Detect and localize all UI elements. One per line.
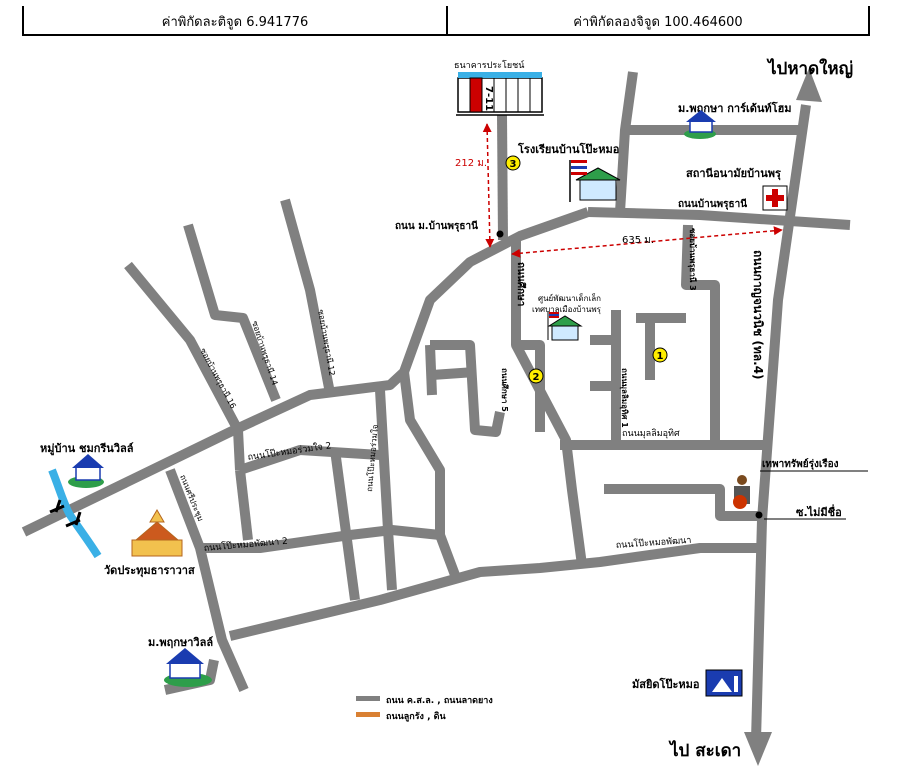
road-inner-block4 (391, 371, 445, 540)
store-name-label: 7-11 (483, 86, 494, 111)
road-soi-14 (183, 223, 281, 402)
distance-lines (482, 123, 783, 258)
bridge-icon (49, 499, 82, 528)
store-building-icon (456, 72, 544, 116)
road-inner-v1 (235, 469, 253, 541)
sueksa-5-label: ถนนศึกษา 5 (500, 368, 509, 412)
house-icon-village (68, 454, 104, 488)
north-direction-label: ไปหาดใหญ่ (766, 58, 853, 79)
river (48, 468, 102, 559)
legend-paved-swatch (356, 696, 380, 701)
road-banpru (587, 207, 851, 230)
road-soi-16 (124, 261, 245, 471)
school-icon (569, 160, 621, 202)
merchant-icon (733, 475, 750, 509)
junction-dot (496, 230, 504, 238)
health-station-label: สถานีอนามัยบ้านพรุ (686, 167, 781, 181)
latitude-box: ค่าพิกัดละติจูด 6.941776 (22, 6, 446, 36)
north-arrow (796, 68, 822, 102)
mosque-label: มัสยิดโป๊ะหมอ (632, 677, 699, 691)
longitude-text: ค่าพิกัดลองจิจูด 100.464600 (573, 15, 743, 30)
road-alley (604, 484, 758, 521)
child-center-icon (547, 312, 583, 341)
sueksa-label: ถนนศึกษา (515, 262, 527, 306)
road-pattana-2 (200, 525, 393, 553)
south-direction-label: ไป สะเดา (668, 740, 741, 761)
distance-label-2: 635 ม. (622, 235, 654, 246)
mosque-icon (705, 669, 743, 697)
road-sueksa-south (511, 342, 587, 566)
temple-label: วัดประทุมธาราวาส (104, 564, 195, 578)
longitude-box: ค่าพิกัดลองจิจูด 100.464600 (446, 6, 870, 36)
child-center-label-2: เทศบาลเมืองบ้านพรุ (532, 305, 602, 314)
road-inner-block5 (435, 533, 460, 577)
red-cross-icon (762, 185, 788, 211)
banpru-junction-label: ถนน ม.บ้านพรุธานี (395, 220, 478, 232)
road-to-store (497, 114, 508, 241)
road-inner-v2 (330, 449, 360, 601)
gold-shop-label: เทพาทรัพย์รุ่งเรือง (762, 458, 839, 470)
south-arrow (744, 732, 772, 766)
latitude-text: ค่าพิกัดละติจูด 6.941776 (161, 15, 309, 30)
road-sriprachum (165, 468, 249, 693)
alley-dot (755, 511, 763, 519)
svg-text:1: 1 (657, 351, 664, 362)
marker-1: 1 (652, 347, 668, 363)
garden-home-label: ม.พฤกษา การ์เด้นท์โฮม (678, 101, 792, 115)
mulla-label: ถนนมุลลิมอุทิศ (622, 428, 680, 439)
road-ruamjai-2 (238, 445, 381, 475)
village-green-label: หมู่บ้าน ชมกรีนวิลล์ (40, 442, 134, 456)
legend-unpaved-swatch (356, 712, 380, 717)
pruksa-ville-label: ม.พฤกษาวิลล์ (148, 636, 213, 649)
temple-icon (131, 509, 183, 557)
legend-unpaved-label: ถนนลูกรัง , ดิน (386, 711, 446, 722)
svg-text:3: 3 (510, 159, 517, 170)
house-icon-pruksa (164, 648, 212, 687)
road-soi-12 (280, 198, 335, 394)
legend-paved-label: ถนน ค.ส.ล. , ถนนลาดยาง (386, 696, 493, 706)
road-garden-home (615, 71, 638, 213)
road-pomo-pattana (228, 543, 760, 641)
distance-label-1: 212 ม. (455, 158, 487, 169)
house-icon-garden (684, 110, 716, 139)
road-inner-block1 (430, 340, 505, 437)
road-main (751, 104, 811, 741)
main-road-label: ถนนกาญจนวนิช (ทล.4) (751, 250, 765, 380)
road-ruamjai (375, 389, 397, 591)
svg-text:2: 2 (533, 372, 540, 383)
pruthani-3-label: ซอยบ้านพรุธานี 3 (687, 228, 698, 291)
alley-label: ซ.ไม่มีชื่อ (796, 504, 842, 519)
marker-3: 3 (505, 155, 521, 171)
child-center-label: ศูนย์พัฒนาเด็กเล็ก (538, 293, 601, 304)
bank-sign-label: ธนาคารประโยชน์ (454, 59, 524, 71)
legend: ถนน ค.ส.ล. , ถนนลาดยาง ถนนลูกรัง , ดิน (356, 696, 493, 722)
road-inner-block3 (431, 367, 476, 380)
road-banpru-label: ถนนบ้านพรุธานี (678, 198, 747, 210)
school-label: โรงเรียนบ้านโป๊ะหมอ (517, 142, 619, 156)
marker-2: 2 (528, 368, 544, 384)
pomo-ruamjai-2-label: ถนนโป๊ะหมอร่วมใจ 2 (247, 440, 332, 463)
pomo-pattana-label: ถนนโป๊ะหมอพัฒนา (615, 535, 691, 551)
road-inner-block2 (425, 344, 437, 396)
mulla-1-label: ถนนมุลลิมอุทิศ 1 (619, 368, 629, 428)
